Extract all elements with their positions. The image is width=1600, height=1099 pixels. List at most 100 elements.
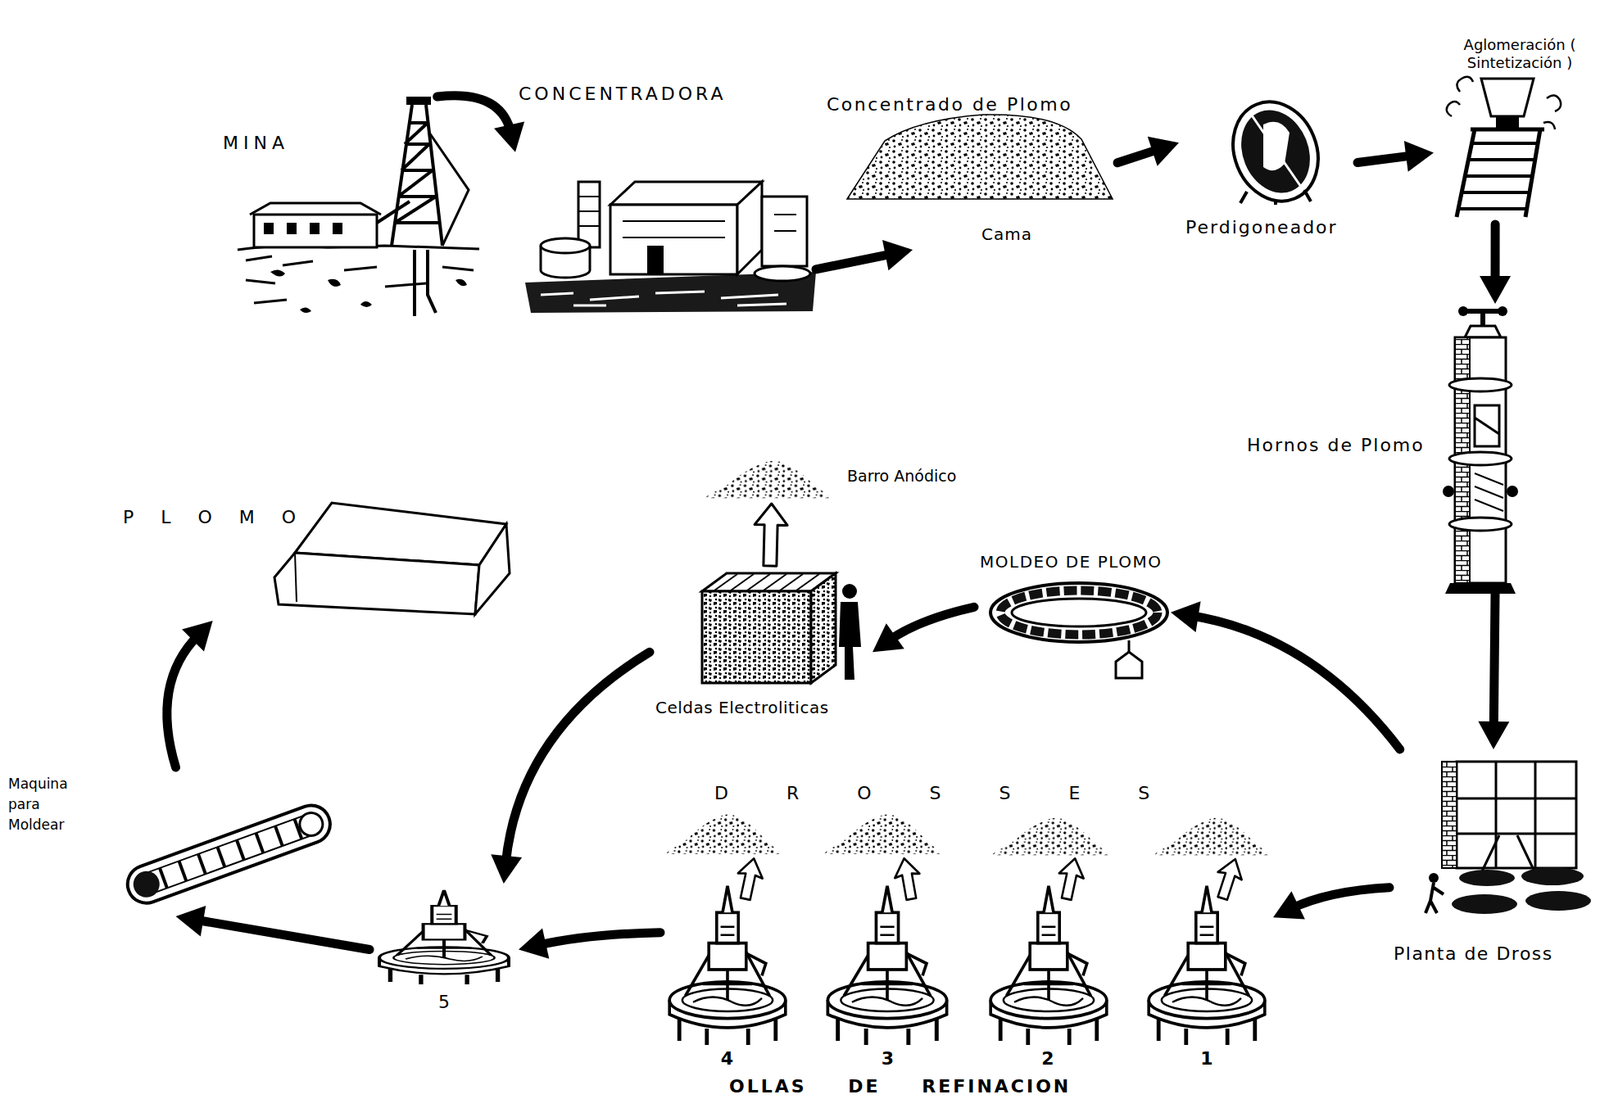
casting-conveyor — [140, 813, 318, 896]
dross-skim-arrows — [1054, 856, 1088, 902]
mine-headframe — [253, 214, 377, 248]
dross-piles — [991, 818, 1111, 856]
electrolytic-cell — [838, 602, 862, 680]
arrow-shaft — [1290, 888, 1390, 910]
lead-ingot-drawing — [475, 524, 510, 615]
casting-wheel — [1011, 598, 1147, 627]
stage-label: Perdigoneador — [1185, 217, 1338, 239]
lead-blast-furnace — [1442, 306, 1519, 594]
sinter-machine — [1481, 78, 1534, 117]
anode-slime-output: Barro Anódico — [702, 448, 980, 504]
arrow-head — [1273, 891, 1306, 920]
dross-piles — [1153, 818, 1270, 856]
arrow-head — [1404, 140, 1434, 173]
dross-skim-arrows — [733, 855, 1248, 902]
dross-plant-building — [1428, 873, 1439, 884]
dross-skim-arrows — [892, 856, 925, 902]
concentrator-plant — [525, 181, 816, 313]
stage-label: MOLDEO DE PLOMO — [979, 552, 1162, 572]
concentrator-plant — [610, 181, 762, 205]
electrolytic-cell — [702, 573, 862, 684]
dross-plant-building — [1521, 867, 1584, 886]
dross-plant-building — [1481, 835, 1534, 874]
arrow-shaft — [167, 634, 200, 768]
casting-conveyor — [122, 800, 336, 909]
casting-machine-stage: Maquina para Moldear — [4, 767, 347, 917]
arrow-shaft — [1117, 149, 1161, 164]
pelletizer-disc — [1240, 190, 1311, 205]
stage-label: Hornos de Plomo — [1246, 435, 1425, 457]
lead-ingot-drawing — [294, 552, 297, 603]
lead-ingot-drawing — [274, 503, 510, 615]
concentrate-bed: Concentrado de PlomoCama — [824, 91, 1118, 250]
concentrate-pile — [847, 114, 1113, 200]
flow-arrow — [1273, 888, 1390, 921]
casting-wheel — [990, 583, 1168, 679]
refining-pots — [379, 890, 509, 985]
stage-label: Concentrado de Plomo — [826, 94, 1073, 116]
pelletizer-disc — [1218, 89, 1333, 214]
flow-arrow — [437, 95, 525, 153]
electrolytic-stage: Celdas Electroliticas — [649, 566, 873, 721]
casting-wheel — [1000, 590, 1158, 635]
concentrator-plant — [737, 181, 762, 275]
mine-headframe — [249, 203, 381, 215]
arrow-head — [1477, 721, 1510, 750]
group-label: OLLAS DE REFINACION — [729, 1076, 1071, 1098]
stage-label: P L O M O — [122, 507, 307, 529]
arrow-shaft — [194, 920, 370, 950]
electrolytic-cell — [702, 591, 812, 684]
pot-number: 1 — [1140, 1048, 1274, 1070]
dross-plant-building — [1525, 891, 1591, 912]
electrolytic-cell — [714, 574, 820, 591]
mine-headframe — [245, 256, 474, 304]
arrow-head — [1170, 601, 1202, 633]
stage-label: CONCENTRADORA — [518, 83, 726, 105]
lead-blast-furnace — [1442, 485, 1455, 498]
mine-headframe — [270, 269, 467, 313]
sinter-machine — [1446, 77, 1561, 130]
sinter-machine — [1446, 77, 1561, 218]
dross-plant-building — [1456, 761, 1577, 869]
refining-pot: 3 — [818, 879, 957, 1070]
flow-arrow — [1117, 136, 1179, 167]
mine-headframe — [414, 249, 436, 317]
concentrator-plant — [540, 238, 590, 254]
arrow-shaft — [1493, 593, 1496, 730]
sinter-machine — [1458, 143, 1538, 209]
arrow-shaft — [815, 253, 894, 270]
arrow-head — [872, 623, 905, 653]
arrow-shaft — [437, 95, 512, 134]
arrow-shaft — [1190, 616, 1401, 750]
lead-product: P L O M O — [117, 494, 516, 621]
mine-headframe — [376, 201, 410, 223]
arrow-head — [882, 240, 913, 271]
dross-plant-building — [1425, 761, 1591, 915]
dross-piles — [823, 814, 943, 855]
mine-headframe — [263, 222, 343, 235]
dross-plant-stage: Planta de Dross — [1389, 749, 1598, 970]
flow-arrow — [167, 620, 214, 768]
mine-stage: MINA — [219, 96, 485, 322]
pot-number: 2 — [981, 1048, 1115, 1070]
dross-skim-arrows — [733, 856, 767, 902]
concentrator-stage: CONCENTRADORA — [515, 81, 816, 317]
arrow-shaft — [888, 607, 975, 641]
dross-plant-building — [1459, 870, 1515, 887]
flow-arrow — [872, 607, 975, 653]
dross-plant-building — [1456, 761, 1577, 869]
flow-arrow — [1357, 140, 1434, 173]
pelletizer-disc — [1250, 113, 1301, 187]
mine-headframe — [429, 132, 469, 246]
pot-number: 4 — [660, 1048, 794, 1070]
arrow-head — [1147, 136, 1179, 167]
pot-number: 3 — [818, 1048, 957, 1070]
lead-blast-furnace — [1458, 306, 1469, 317]
lead-blast-furnace — [1474, 405, 1500, 447]
refining-pots — [1148, 886, 1265, 1046]
dross-skim-arrows — [1210, 855, 1248, 902]
mine-headframe — [406, 96, 431, 105]
casting-wheel — [990, 583, 1168, 643]
mine-headframe — [237, 96, 480, 317]
